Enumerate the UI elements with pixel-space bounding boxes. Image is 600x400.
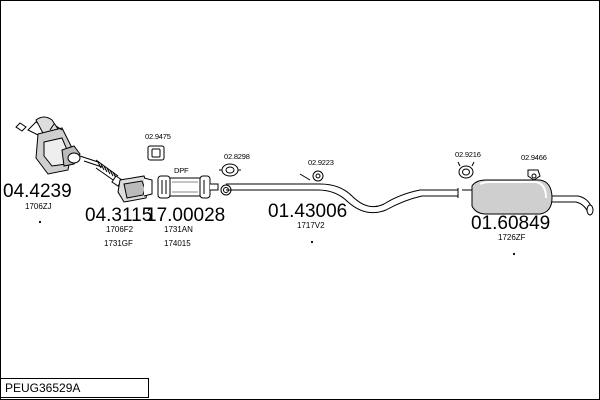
rear-clamp-part: [457, 161, 475, 179]
downpipe-part: [79, 155, 123, 187]
accessory-02-9466: 02.9466: [521, 153, 547, 162]
hanger-part: [299, 170, 324, 182]
part-number-01-60849: 01.60849: [471, 213, 551, 234]
gasket-part: [147, 145, 165, 161]
rear-hanger-part: [527, 169, 541, 181]
reference-code: PEUG36529A: [0, 378, 149, 398]
part-code-1717v2: 1717V2: [297, 221, 325, 230]
accessory-02-9475: 02.9475: [145, 132, 171, 141]
part-code-174015: 174015: [164, 239, 191, 248]
manifold-catalyst-part: [15, 116, 81, 175]
part-code-1726zf: 1726ZF: [498, 233, 526, 242]
part-code-1731an: 1731AN: [164, 225, 193, 234]
part-code-1706zj: 1706ZJ: [25, 202, 52, 211]
catalyst-part: [117, 175, 153, 203]
dpf-label: DPF: [174, 166, 189, 175]
part-number-17-00028: 17.00028: [146, 205, 226, 226]
part-number-01-43006: 01.43006: [268, 201, 348, 222]
part-number-04-4239: 04.4239: [3, 181, 72, 202]
accessory-02-9223: 02.9223: [308, 158, 334, 167]
accessory-02-9216: 02.9216: [455, 150, 481, 159]
rear-silencer-part: [462, 179, 594, 216]
accessory-02-8298: 02.8298: [224, 152, 250, 161]
intermediate-pipe-part: [226, 183, 459, 214]
part-code-1706f2: 1706F2: [106, 225, 134, 234]
part-code-1731gf: 1731GF: [104, 239, 133, 248]
part-number-04-3115: 04.3115: [85, 205, 153, 226]
dpf-part: [157, 175, 219, 199]
